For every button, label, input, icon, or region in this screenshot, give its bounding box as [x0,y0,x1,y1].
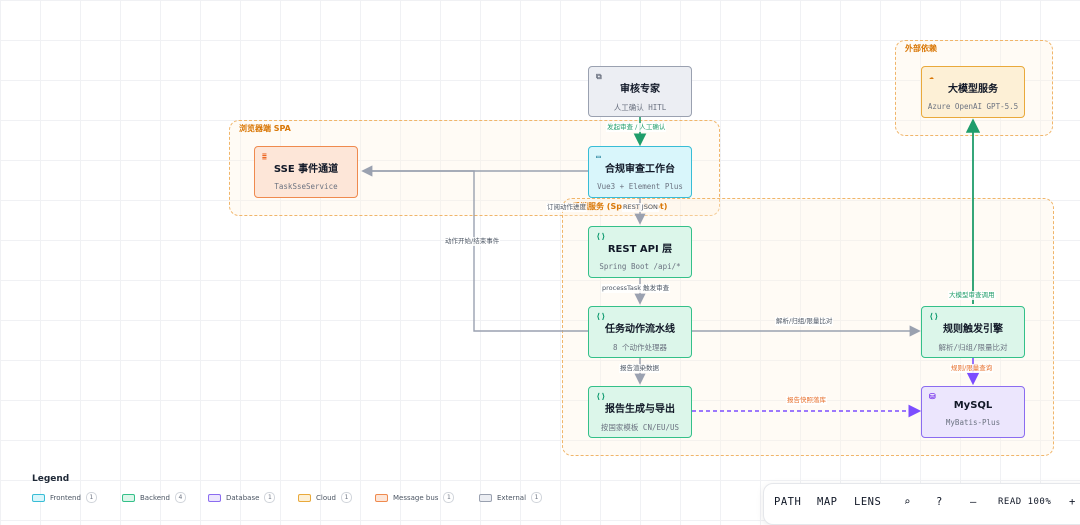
edge-label-report-mysql: 报告快照落库 [786,396,827,405]
database-icon: ⛁ [929,392,936,401]
legend-count: 1 [531,492,543,503]
node-report-title: 报告生成与导出 [605,404,675,415]
cloud-icon: ☁ [929,72,934,81]
node-sse[interactable]: ≣ SSE 事件通道 TaskSseService [254,146,358,198]
node-pipeline-title: 任务动作流水线 [605,324,675,335]
legend-swatch [122,493,135,502]
edge-label-pipeline-rules: 解析/归组/限量比对 [775,317,834,326]
code-icon: ⟨⟩ [596,232,606,241]
node-reviewer-sub: 人工确认 HITL [613,103,667,112]
zoom-in-button[interactable]: + [1069,496,1076,508]
node-sse-sub: TaskSseService [274,182,338,191]
node-mysql-title: MySQL [953,400,993,411]
legend-label: Frontend [50,493,81,502]
node-report[interactable]: ⟨⟩ 报告生成与导出 按国家模板 CN/EU/US [588,386,692,438]
node-llm-sub: Azure OpenAI GPT-5.5 [927,102,1019,111]
node-report-sub: 按国家模板 CN/EU/US [600,423,680,432]
legend-title: Legend [32,474,70,484]
legend-label: External [497,493,527,502]
legend-count: 4 [174,492,186,503]
legend-item-message-bus[interactable]: Message bus 1 [375,492,455,503]
queue-icon: ≣ [262,152,267,161]
node-reviewer-title: 审核专家 [620,84,660,95]
window-icon: ▭ [596,152,601,161]
edge-label-reviewer-workbench: 发起审查 / 人工确认 [606,123,667,132]
legend-count: 1 [443,492,455,503]
node-pipeline-sub: 8 个动作处理器 [612,343,668,352]
group-browser-label: 浏览器端 SPA [239,124,291,133]
legend-item-frontend[interactable]: Frontend 1 [32,492,97,503]
view-toolbar: PATH MAP LENS ⌕ ? – READ 100% + [763,483,1080,525]
node-llm[interactable]: ☁ 大模型服务 Azure OpenAI GPT-5.5 [921,66,1025,118]
node-workbench-sub: Vue3 + Element Plus [597,182,683,191]
node-mysql[interactable]: ⛁ MySQL MyBatis-Plus [921,386,1025,438]
legend-item-cloud[interactable]: Cloud 1 [298,492,352,503]
edge-label-api-pipeline: processTask 触发审查 [601,284,671,293]
node-workbench-title: 合规审查工作台 [605,164,675,175]
legend-count: 1 [341,492,352,503]
edge-label-pipeline-sse: 动作开始/结束事件 [444,237,501,246]
legend-items: Frontend 1 Backend 4 Database 1 Cloud 1 … [32,492,572,504]
legend-swatch [375,493,388,502]
zoom-level: READ 100% [998,497,1052,507]
legend-item-backend[interactable]: Backend 4 [122,492,186,503]
legend-label: Cloud [316,493,336,502]
node-rules[interactable]: ⟨⟩ 规则触发引擎 解析/归组/限量比对 [921,306,1025,358]
node-api[interactable]: ⟨⟩ REST API 层 Spring Boot /api/* [588,226,692,278]
edges-layer [361,117,981,418]
node-mysql-sub: MyBatis-Plus [945,418,1001,427]
legend-label: Message bus [393,493,439,502]
code-icon: ⟨⟩ [596,392,606,401]
legend-label: Database [226,493,260,502]
lens-button[interactable]: LENS [854,496,882,508]
node-sse-title: SSE 事件通道 [273,164,339,175]
edge-label-pipeline-report: 报告渲染数据 [619,364,660,373]
legend-swatch [32,493,45,502]
legend-label: Backend [140,493,170,502]
group-external-label: 外部依赖 [905,44,937,53]
map-button[interactable]: MAP [817,496,838,508]
help-button[interactable]: ? [936,496,943,508]
legend-item-external[interactable]: External 1 [479,492,543,503]
node-llm-title: 大模型服务 [948,84,998,95]
node-api-title: REST API 层 [607,244,673,255]
node-pipeline[interactable]: ⟨⟩ 任务动作流水线 8 个动作处理器 [588,306,692,358]
legend-swatch [298,493,311,502]
zoom-out-button[interactable]: – [970,496,977,508]
edge-label-workbench-api: REST JSON [622,203,659,212]
external-box-icon: ⧉ [596,72,602,81]
legend-count: 1 [264,492,276,503]
path-button[interactable]: PATH [774,496,802,508]
legend-count: 1 [85,492,97,503]
edge-pipeline-sse [364,170,588,332]
edge-label-rules-llm: 大模型审查调用 [948,291,996,300]
node-workbench[interactable]: ▭ 合规审查工作台 Vue3 + Element Plus [588,146,692,198]
node-api-sub: Spring Boot /api/* [599,262,681,271]
legend-swatch [479,493,492,502]
search-icon[interactable]: ⌕ [904,496,911,508]
node-rules-sub: 解析/归组/限量比对 [938,343,1008,352]
legend: Legend Frontend 1 Backend 4 Database 1 C… [32,474,543,503]
group-backend-label: 后端服务 (Spring Boot) [572,202,668,211]
edge-label-rules-mysql: 规则/限量查询 [950,364,994,373]
node-reviewer[interactable]: ⧉ 审核专家 人工确认 HITL [588,66,692,117]
code-icon: ⟨⟩ [929,312,939,321]
code-icon: ⟨⟩ [596,312,606,321]
node-rules-title: 规则触发引擎 [943,324,1003,335]
legend-item-database[interactable]: Database 1 [208,492,276,503]
legend-swatch [208,493,221,502]
edge-label-workbench-sse: 订阅动作进度 [546,203,587,212]
